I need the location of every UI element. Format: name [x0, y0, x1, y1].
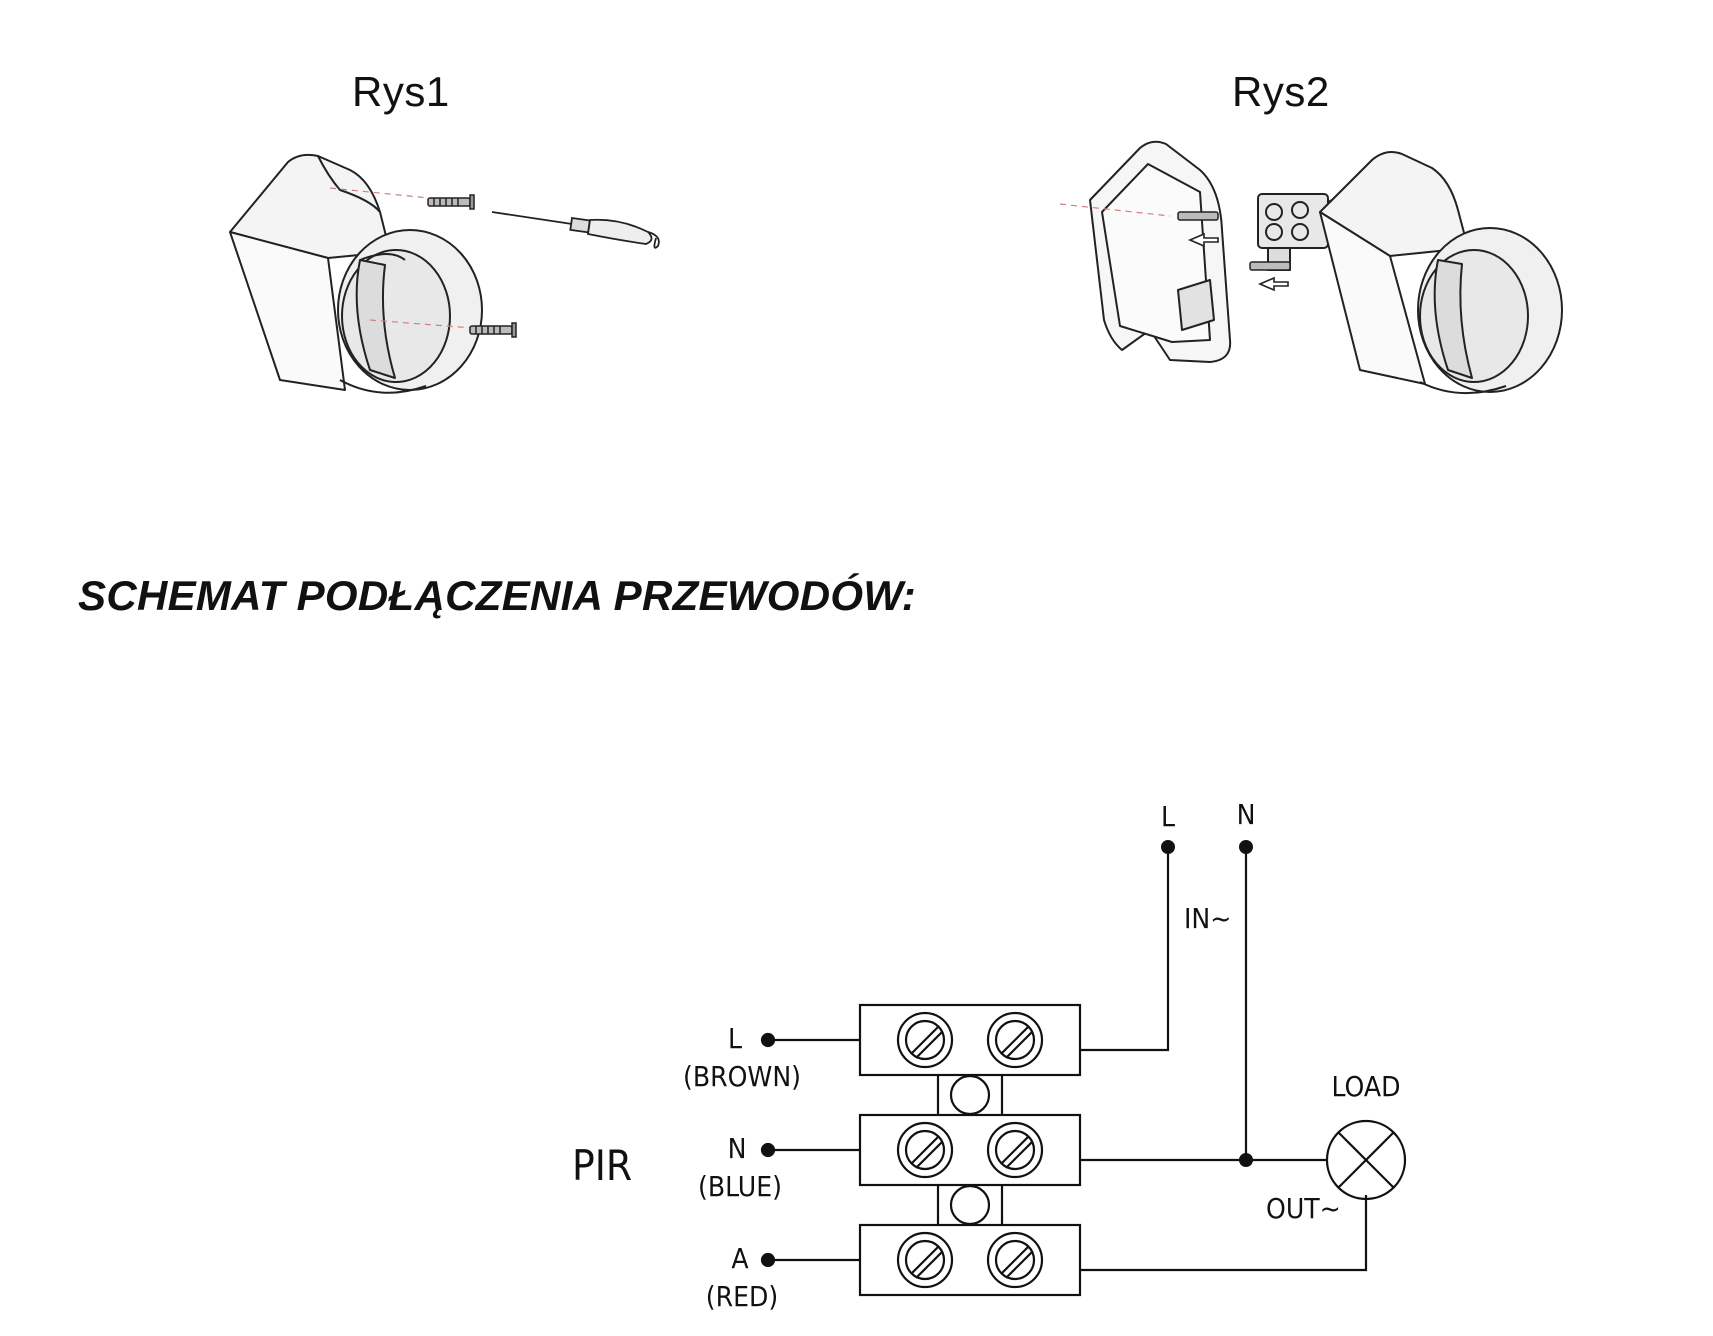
screw-icon	[986, 1231, 1044, 1289]
screw-icon	[896, 1121, 954, 1179]
screw-icon	[896, 1231, 954, 1289]
supply-n-dot	[1239, 840, 1253, 854]
terminal-block-1	[858, 1003, 1082, 1077]
figure-2-illustration	[1060, 140, 1563, 395]
screw-icon	[896, 1011, 954, 1069]
supply-l-label: L	[1161, 800, 1175, 833]
screw-icon	[986, 1011, 1044, 1069]
figure-1-illustration	[229, 153, 660, 394]
output-label: OUT~	[1266, 1192, 1341, 1225]
load-label: LOAD	[1332, 1070, 1401, 1103]
arrow-left-icon	[1257, 276, 1289, 292]
screw-lower	[1249, 261, 1291, 271]
terminal-l-letter: L	[728, 1022, 742, 1055]
screw-icon	[986, 1121, 1044, 1179]
wire-supply-l	[1080, 852, 1170, 1052]
junction-dot	[1239, 1153, 1253, 1167]
terminal-a-letter: A	[731, 1242, 749, 1275]
input-label: IN~	[1184, 902, 1231, 935]
terminal-n-letter: N	[728, 1132, 747, 1165]
terminal-dot-n	[760, 1142, 776, 1158]
screw-upper	[1177, 211, 1219, 221]
terminal-dot-l	[760, 1032, 776, 1048]
pir-label: PIR	[572, 1141, 632, 1190]
figure-2-label: Rys2	[1232, 68, 1330, 115]
terminal-n-color: (BLUE)	[698, 1170, 782, 1203]
terminal-block-2	[858, 1113, 1082, 1187]
terminal-a-color: (RED)	[706, 1280, 778, 1313]
sensor-body	[1319, 151, 1469, 257]
arrow-left-icon	[1187, 232, 1219, 248]
supply-l-dot	[1161, 840, 1175, 854]
terminal-l-color: (BROWN)	[683, 1060, 801, 1093]
wire-output	[1080, 1195, 1368, 1272]
terminal-block-3	[858, 1223, 1082, 1297]
screw-bottom	[469, 322, 517, 338]
screw-top	[427, 194, 475, 210]
section-title: SCHEMAT PODŁĄCZENIA PRZEWODÓW:	[78, 572, 917, 619]
screwdriver-icon	[491, 211, 660, 249]
figure-1-label: Rys1	[352, 68, 450, 115]
lamp-icon	[1325, 1119, 1407, 1201]
mount-base-side	[229, 231, 346, 391]
supply-n-label: N	[1237, 798, 1256, 831]
terminal-screws	[896, 1011, 1044, 1289]
terminal-dot-a	[760, 1252, 776, 1268]
wiring-diagram: PIR L (BROWN) N (BLUE) A (RED) L N IN~ L…	[572, 798, 1407, 1313]
